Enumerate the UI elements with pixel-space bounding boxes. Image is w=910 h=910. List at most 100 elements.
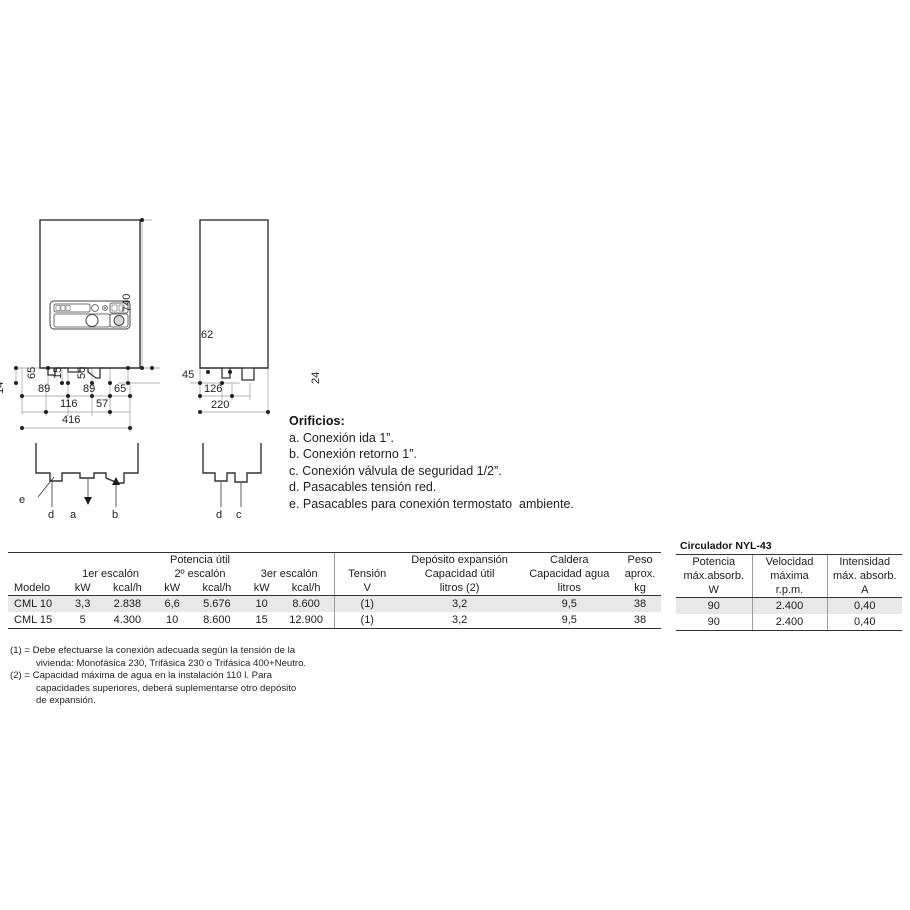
hdr-capacidad-util: Capacidad útil — [424, 568, 495, 580]
dim-65-vert: 65 — [26, 366, 38, 379]
dim-24: 24 — [310, 371, 322, 384]
cell-peso: 38 — [619, 612, 661, 629]
dim-57: 57 — [96, 398, 109, 410]
hdr-aprox: aprox. — [624, 568, 656, 580]
arrow-a — [84, 497, 92, 505]
side-dimension-ticks — [198, 370, 270, 414]
orificio-item-e: e. Pasacables para conexión termostato a… — [289, 496, 574, 511]
hdr-litros: litros — [519, 581, 620, 596]
circ-cell-intensidad: 0,40 — [826, 597, 902, 614]
cell-kcal3: 8.600 — [278, 595, 335, 612]
cell-peso: 38 — [619, 595, 661, 612]
cell-modelo: CML 10 — [8, 595, 66, 612]
hdr-caldera: Caldera — [519, 552, 620, 567]
cell-kcal2: 8.600 — [189, 612, 245, 629]
dim-15: 15 — [52, 366, 64, 379]
dim-89-b: 89 — [83, 383, 96, 395]
table-unit-header-row: Modelo kW kcal/h kW kcal/h kW kcal/h V l… — [8, 581, 661, 596]
circ-table-row: 90 2.400 0,40 — [676, 597, 902, 614]
hdr-peso: Peso — [619, 552, 661, 567]
cell-kcal1: 4.300 — [99, 612, 156, 629]
dim-89-a: 89 — [38, 383, 51, 395]
side-bottom-connections — [200, 367, 268, 381]
hdr-escalon-1: 1er escalón — [82, 568, 139, 580]
circulator-table: Circulador NYL-43 Potencia Velocidad Int… — [676, 540, 902, 631]
dim-740: 740 — [121, 293, 133, 312]
circ-hdr-potencia-1: Potencia — [676, 554, 752, 569]
bottom-view-front — [35, 443, 139, 507]
control-panel — [49, 300, 131, 330]
callout-b: b — [112, 509, 119, 521]
circ-hdr-velocidad-1: Velocidad — [751, 554, 827, 569]
callout-d-front: d — [48, 509, 55, 521]
cell-kw1: 3,3 — [65, 595, 100, 612]
hdr-kcal2: kcal/h — [189, 581, 245, 596]
circ-hdr-intensidad-unit: A — [826, 583, 902, 598]
cell-kcal1: 2.838 — [99, 595, 156, 612]
cell-kw3: 15 — [244, 612, 279, 629]
circ-cell-velocidad: 2.400 — [751, 614, 827, 631]
callout-e: e — [19, 494, 26, 506]
hdr-potencia-util: Potencia útil — [155, 552, 245, 567]
orificio-item-c: c. Conexión válvula de seguridad 1/2”. — [289, 463, 502, 478]
footnote-2-line-1: (2) = Capacidad máxima de agua en la ins… — [10, 670, 272, 682]
hdr-v: V — [333, 581, 400, 596]
cell-caldera: 9,5 — [519, 595, 620, 612]
dim-62: 62 — [201, 329, 214, 341]
hdr-escalon-2: 2º escalón — [174, 568, 226, 580]
orificio-item-d: d. Pasacables tensión red. — [289, 480, 437, 495]
orificio-item-b: b. Conexión retorno 1”. — [289, 447, 417, 462]
circ-header-row-units: W r.p.m. A — [676, 583, 902, 598]
circ-cell-potencia: 90 — [676, 597, 752, 614]
cell-kw1: 5 — [65, 612, 100, 629]
circ-hdr-intensidad-1: Intensidad — [826, 554, 902, 569]
footnote-1-line-1: (1) = Debe efectuarse la conexión adecua… — [10, 645, 296, 656]
footnote-2-line-2: capacidades superiores, deberá suplement… — [36, 682, 297, 694]
cell-kcal3: 12.900 — [278, 612, 335, 629]
hdr-tension: Tensión — [333, 567, 400, 581]
hdr-kw2: kW — [155, 581, 190, 596]
boiler-side-outline — [199, 219, 269, 369]
cell-kw2: 6,6 — [155, 595, 190, 612]
dim-220: 220 — [211, 399, 230, 411]
hdr-litros-2: litros (2) — [399, 581, 520, 596]
cell-caldera: 9,5 — [519, 612, 620, 629]
orificio-item-a: a. Conexión ida 1”. — [289, 431, 394, 445]
bottom-connections — [40, 367, 140, 379]
technical-drawing-side — [190, 219, 270, 416]
cell-deposito: 3,2 — [399, 612, 520, 629]
hdr-escalon-3: 3er escalón — [260, 568, 318, 580]
dim-14: 14 — [0, 381, 6, 394]
circ-cell-velocidad: 2.400 — [751, 597, 827, 614]
dim-45: 45 — [182, 369, 195, 381]
footnote-2-line-3: de expansión. — [36, 695, 96, 707]
footnote-1-line-2: vivienda: Monofásica 230, Trifásica 230 … — [36, 657, 307, 669]
table-row: CML 15 5 4.300 10 8.600 15 12.900 (1) 3,… — [8, 612, 661, 629]
callout-d-side: d — [216, 509, 223, 521]
table-row: CML 10 3,3 2.838 6,6 5.676 10 8.600 (1) … — [8, 595, 661, 612]
cell-kw3: 10 — [244, 595, 279, 612]
circ-hdr-intensidad-2: máx. absorb. — [826, 569, 902, 583]
circ-table-row: 90 2.400 0,40 — [676, 614, 902, 631]
hdr-deposito-expansion: Depósito expansión — [399, 552, 520, 567]
technical-drawing-front — [14, 218, 160, 432]
orificios-legend: Orificios: a. Conexión ida 1”. b. Conexi… — [289, 414, 619, 512]
table-group-header-row: Potencia útil Depósito expansión Caldera… — [8, 552, 661, 567]
callout-c: c — [236, 509, 242, 521]
cell-kcal2: 5.676 — [189, 595, 245, 612]
circ-header-row-1: Potencia Velocidad Intensidad — [676, 554, 902, 569]
hdr-kcal1: kcal/h — [99, 581, 156, 596]
circ-hdr-potencia-2: máx.absorb. — [683, 570, 745, 582]
hdr-kw1: kW — [65, 581, 100, 596]
arrow-b — [112, 477, 120, 485]
cell-tension: (1) — [333, 595, 400, 612]
cell-kw2: 10 — [155, 612, 190, 629]
hdr-kcal3: kcal/h — [278, 581, 335, 596]
specifications-table: Potencia útil Depósito expansión Caldera… — [8, 552, 661, 629]
hdr-kw3: kW — [244, 581, 279, 596]
circ-cell-potencia: 90 — [676, 614, 752, 631]
cell-deposito: 3,2 — [399, 595, 520, 612]
orificios-title: Orificios: — [289, 414, 345, 428]
circ-header-row-2: máx.absorb. máxima máx. absorb. — [676, 569, 902, 583]
